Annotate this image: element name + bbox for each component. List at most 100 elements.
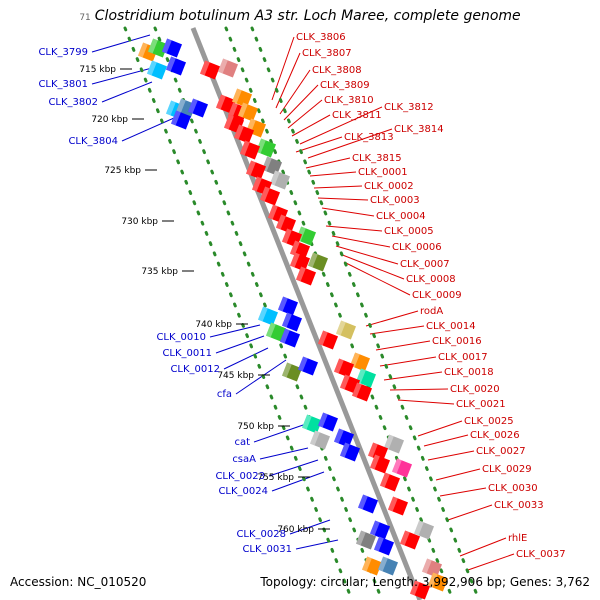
gene-highlight [333, 358, 344, 374]
gene-block [295, 226, 317, 246]
gene-block [377, 556, 399, 576]
gene-label-forward: CLK_0027 [476, 446, 526, 457]
gene-highlight [355, 368, 366, 384]
gene-feature [279, 328, 301, 348]
gene-highlight [170, 110, 181, 126]
gene-highlight [231, 88, 242, 104]
leader-line-forward [435, 468, 481, 481]
gene-label-forward: CLK_3812 [384, 102, 434, 113]
gene-feature [355, 368, 377, 388]
leader-line-forward [317, 197, 369, 201]
gene-label-forward: CLK_3813 [344, 132, 394, 143]
gene-block [349, 352, 371, 372]
gene-highlight [267, 204, 278, 220]
leader-line-forward [313, 185, 363, 189]
leader-line-forward [459, 537, 507, 557]
gene-feature [187, 98, 209, 118]
gene-block [309, 430, 331, 450]
gene-highlight [165, 56, 176, 72]
gene-label-forward: CLK_0002 [364, 181, 414, 192]
leader-line-forward [325, 225, 383, 232]
gene-label-forward: CLK_0008 [406, 274, 456, 285]
gene-feature [301, 414, 323, 434]
scale-tick-label: 750 kbp [237, 422, 274, 432]
leader-line-reverse [268, 459, 319, 477]
gene-block [335, 320, 357, 340]
scale-tick-label: 740 kbp [195, 320, 232, 330]
leader-line-reverse [235, 359, 287, 395]
leader-line-forward [335, 245, 399, 265]
gene-block [373, 536, 395, 556]
gene-label-forward: CLK_0033 [494, 500, 544, 511]
gene-highlight [409, 580, 420, 596]
gene-highlight [289, 240, 300, 256]
gene-highlight [309, 430, 320, 446]
gene-feature [355, 530, 377, 550]
gene-label-forward: CLK_0014 [426, 321, 476, 332]
gene-feature [199, 60, 221, 80]
gene-feature [277, 296, 299, 316]
gene-feature [361, 556, 383, 576]
gene-highlight [146, 60, 157, 76]
leader-line-forward [467, 553, 515, 571]
leader-line-forward [343, 261, 411, 296]
gene-label-forward: CLK_0005 [384, 226, 434, 237]
gene-block [355, 368, 377, 388]
gene-label-forward: CLK_0017 [438, 352, 488, 363]
gene-label-forward: CLK_0026 [470, 430, 520, 441]
gene-feature [391, 458, 413, 478]
gene-label-forward: CLK_3807 [302, 48, 352, 59]
gene-highlight [147, 38, 158, 54]
leader-line-forward [331, 235, 391, 248]
gene-feature [351, 382, 373, 402]
gene-label-forward: CLK_0018 [444, 367, 494, 378]
gene-highlight [187, 98, 198, 114]
gene-block [317, 330, 339, 350]
gene-label-forward: CLK_0021 [456, 399, 506, 410]
gene-block [399, 530, 421, 550]
gene-highlight [137, 42, 148, 58]
gene-highlight [377, 556, 388, 572]
gene-highlight [281, 228, 292, 244]
gene-block [281, 362, 303, 382]
leader-line-forward [379, 356, 437, 367]
gene-feature [217, 58, 239, 78]
leader-line-reverse [271, 471, 325, 492]
gene-label-forward: CLK_0004 [376, 211, 426, 222]
gene-label-forward: CLK_0016 [432, 336, 482, 347]
gene-feature [373, 536, 395, 556]
gene-feature [237, 102, 259, 122]
leader-line-forward [369, 325, 425, 335]
leader-line-forward [309, 171, 357, 177]
gene-feature [317, 330, 339, 350]
gene-highlight [351, 382, 362, 398]
gene-label-forward: CLK_0001 [358, 167, 408, 178]
genome-backbone [190, 27, 423, 600]
gene-label-reverse: CLK_0031 [242, 544, 292, 555]
scale-tick-label: 735 kbp [141, 267, 178, 277]
gene-block [339, 442, 361, 462]
gene-feature [427, 572, 449, 592]
leader-line-forward [397, 399, 455, 405]
gene-highlight [339, 374, 350, 390]
gene-block [277, 296, 299, 316]
leader-line-forward [287, 99, 323, 129]
leader-line-forward [291, 114, 331, 137]
gene-block [317, 412, 339, 432]
gene-label-reverse: CLK_0010 [156, 332, 206, 343]
gene-block [369, 454, 391, 474]
leader-line-reverse [253, 423, 307, 443]
gene-label-reverse: cfa [217, 389, 232, 400]
gene-highlight [233, 124, 244, 140]
scale-tick-label: 730 kbp [121, 217, 158, 227]
gene-highlight [301, 414, 312, 430]
topology-text: Topology: circular; Length: 3,992,906 bp… [260, 575, 590, 589]
gene-highlight [421, 558, 432, 574]
leader-line-forward [365, 310, 419, 327]
gene-feature [409, 580, 431, 600]
leader-line-forward [423, 434, 469, 447]
gene-highlight [339, 442, 350, 458]
gene-label-reverse: CLK_3799 [38, 47, 88, 58]
gene-feature [307, 252, 329, 272]
